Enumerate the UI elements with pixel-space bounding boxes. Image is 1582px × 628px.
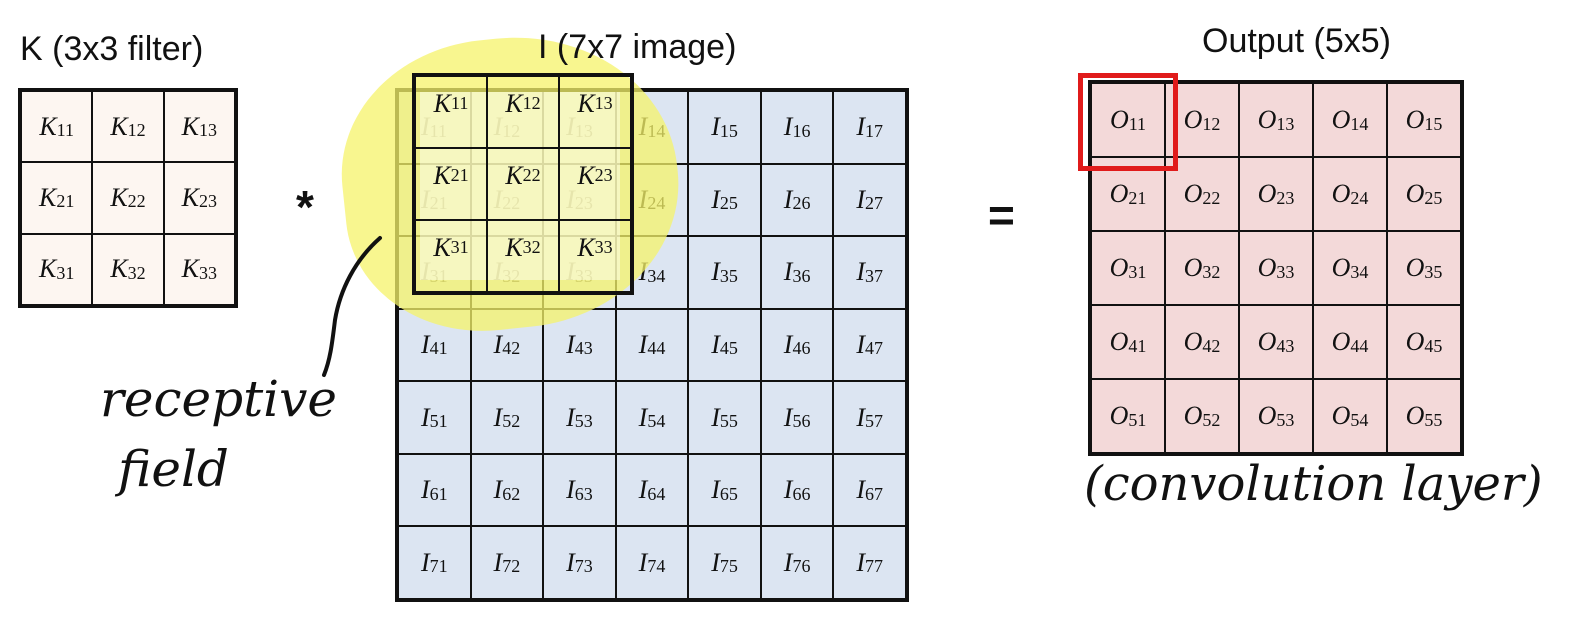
convolution-layer-label: (convolution layer) xyxy=(1084,456,1543,512)
output-title: Output (5x5) xyxy=(1202,22,1391,60)
equals-operator: = xyxy=(988,189,1015,241)
output-selection-box xyxy=(1078,73,1178,171)
image-title: I (7x7 image) xyxy=(538,28,737,66)
field-label: field xyxy=(118,440,229,498)
receptive-label: receptive xyxy=(100,370,338,428)
kernel-title: K (3x3 filter) xyxy=(20,30,204,68)
convolution-operator: * xyxy=(296,181,314,233)
receptive-field-pointer xyxy=(322,236,382,377)
receptive-field-glare xyxy=(420,92,620,280)
